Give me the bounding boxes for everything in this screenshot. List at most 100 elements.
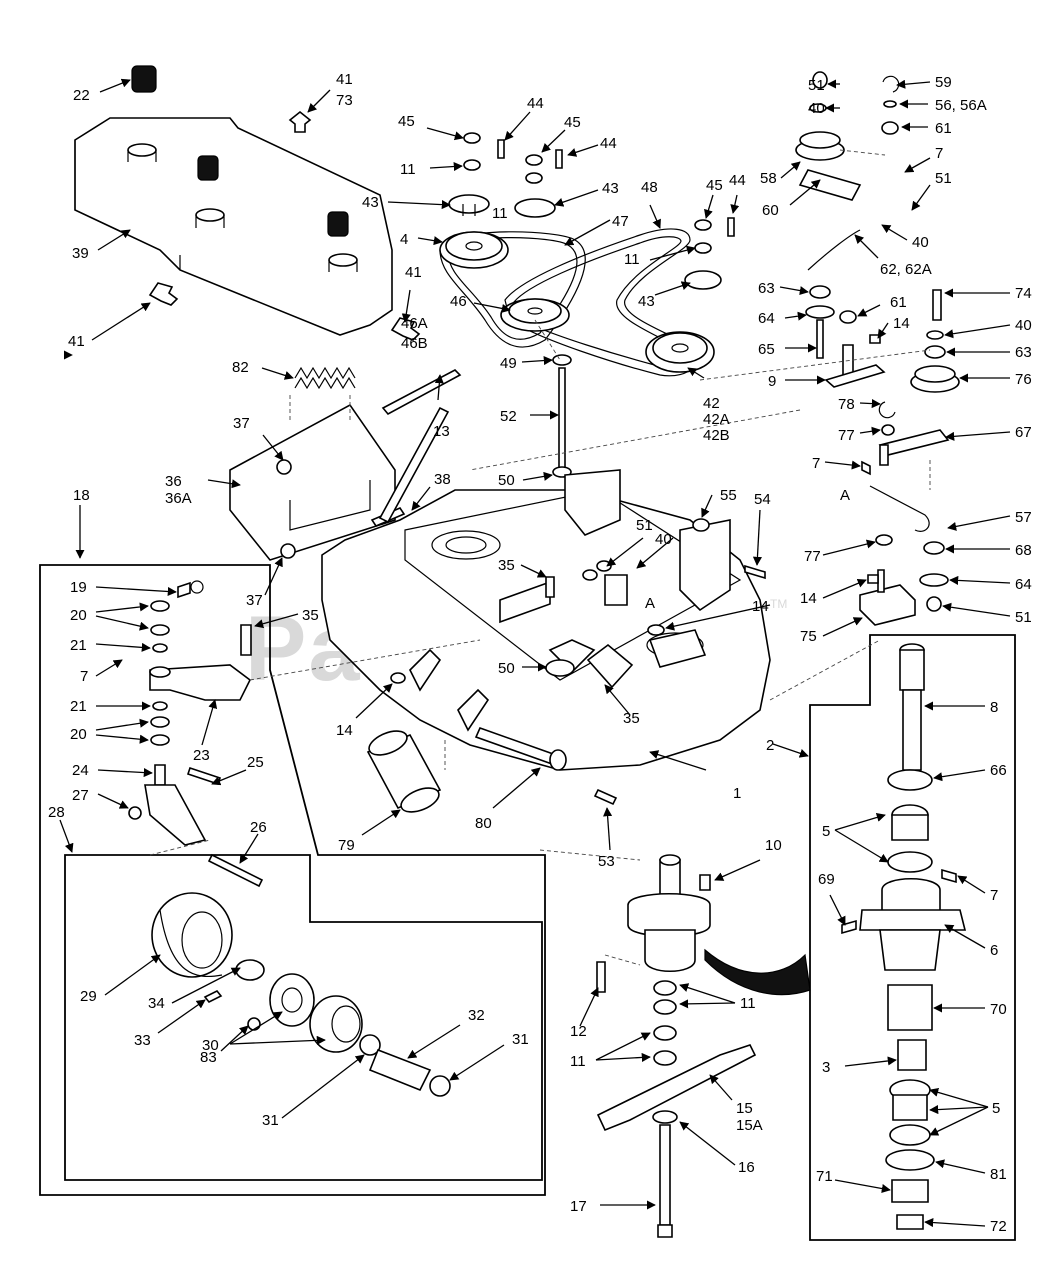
callout: 45 — [398, 113, 415, 130]
callout: 52 — [500, 408, 517, 425]
caster-assembly — [128, 580, 264, 888]
callout: 78 — [838, 396, 855, 413]
callout: 43 — [362, 194, 379, 211]
callout: 45 — [706, 177, 723, 194]
callout: 22 — [73, 87, 90, 104]
callout: 37 — [233, 415, 250, 432]
callout: 68 — [1015, 542, 1032, 559]
callout: 7 — [812, 455, 820, 472]
callout: 31 — [512, 1031, 529, 1048]
callout: 20 — [70, 607, 87, 624]
callout: 41 — [336, 71, 353, 88]
pulley — [645, 331, 715, 373]
callout: 77 — [804, 548, 821, 565]
callout: 69 — [818, 871, 835, 888]
callout: 6 — [990, 942, 998, 959]
callout: 44 — [729, 172, 746, 189]
callout: 15A — [736, 1117, 763, 1134]
callout: 29 — [80, 988, 97, 1005]
callout: 20 — [70, 726, 87, 743]
callout: 19 — [70, 579, 87, 596]
callout: 50 — [498, 472, 515, 489]
callout: 65 — [758, 341, 775, 358]
callout: 7 — [935, 145, 943, 162]
callout: 18 — [73, 487, 90, 504]
callout: 40 — [655, 531, 672, 548]
callout: 39 — [72, 245, 89, 262]
callout: 24 — [72, 762, 89, 779]
cover-bumper — [131, 65, 157, 93]
pivot-arm-assembly — [795, 71, 960, 626]
callout: 42A — [703, 411, 730, 428]
callout: 35 — [623, 710, 640, 727]
mower-blade — [596, 1044, 757, 1238]
callout: 48 — [641, 179, 658, 196]
callout: 36A — [165, 490, 192, 507]
callout: 5 — [822, 823, 830, 840]
callout: 35 — [302, 607, 319, 624]
wing-knob — [288, 110, 312, 133]
callout: 3 — [822, 1059, 830, 1076]
callout: 43 — [602, 180, 619, 197]
callout: 26 — [250, 819, 267, 836]
belt-guide — [704, 948, 811, 996]
wheel-detail-inset — [64, 854, 543, 1181]
callout: 12 — [570, 1023, 587, 1040]
assembly-lines — [149, 149, 931, 966]
callout: 32 — [468, 1007, 485, 1024]
hardware — [463, 132, 735, 478]
callout: 34 — [148, 995, 165, 1012]
callout: 59 — [935, 74, 952, 91]
callout: 79 — [338, 837, 355, 854]
callout: 55 — [720, 487, 737, 504]
callout: 14 — [893, 315, 910, 332]
callout: 70 — [990, 1001, 1007, 1018]
callout: 49 — [500, 355, 517, 372]
callout: 33 — [134, 1032, 151, 1049]
callout: 14 — [336, 722, 353, 739]
callout: 51 — [636, 517, 653, 534]
callout-labels: 22 41 73 39 41 41 46A 46B 45 44 45 44 11… — [48, 71, 1032, 1235]
spindle-housing — [596, 854, 711, 1066]
callout: 46 — [450, 293, 467, 310]
spindle-assembly-inset — [809, 634, 1016, 1241]
callout: 11 — [624, 251, 640, 268]
deck-cover — [74, 117, 393, 336]
callout: 63 — [1015, 344, 1032, 361]
callout: 40 — [912, 234, 929, 251]
callout: 57 — [1015, 509, 1032, 526]
callout: 47 — [612, 213, 629, 230]
callout: 46B — [401, 335, 428, 352]
callout: 4 — [400, 231, 408, 248]
callout: 11 — [740, 995, 756, 1012]
callout: 64 — [758, 310, 775, 327]
callout: 36 — [165, 473, 182, 490]
callout: 58 — [760, 170, 777, 187]
wing-knob — [148, 282, 179, 306]
callout: 23 — [193, 747, 210, 764]
callout: 11 — [492, 205, 508, 222]
callout: 73 — [336, 92, 353, 109]
callout: 1 — [733, 785, 741, 802]
mower-deck-housing — [321, 469, 771, 771]
callout: 21 — [70, 637, 87, 654]
callout: 41 — [405, 264, 422, 281]
callout: 43 — [638, 293, 655, 310]
callout: 38 — [434, 471, 451, 488]
callout: 62, 62A — [880, 261, 932, 278]
callout: 10 — [765, 837, 782, 854]
callout: 71 — [816, 1168, 833, 1185]
callout: 21 — [70, 698, 87, 715]
callout: 27 — [72, 787, 89, 804]
callout: 35 — [498, 557, 515, 574]
callout: 37 — [246, 592, 263, 609]
leader-lines — [59, 78, 1011, 1228]
callout: 11 — [570, 1053, 586, 1070]
callout: 72 — [990, 1218, 1007, 1235]
callout: 14 — [800, 590, 817, 607]
reference-marker-a: A — [840, 487, 850, 504]
callout: 81 — [990, 1166, 1007, 1183]
callout: 41 — [68, 333, 85, 350]
callout: 44 — [600, 135, 617, 152]
callout: 16 — [738, 1159, 755, 1176]
